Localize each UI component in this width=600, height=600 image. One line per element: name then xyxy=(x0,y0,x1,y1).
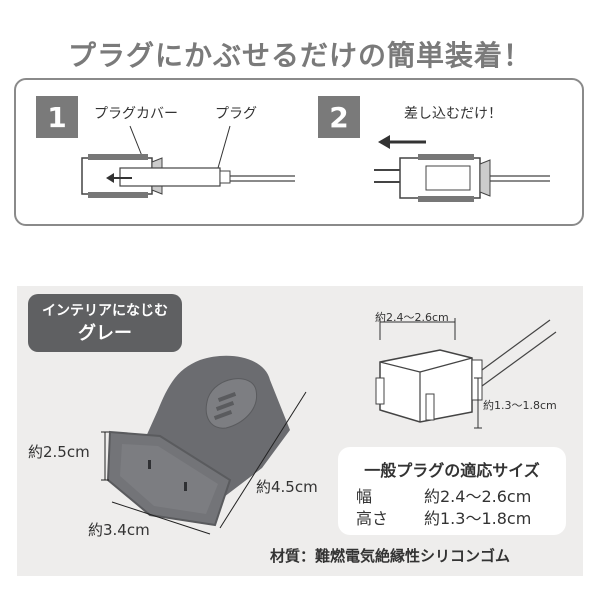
spec-row-height-label: 高さ xyxy=(356,509,389,528)
step-2-illustration xyxy=(374,135,550,202)
spec-row-width-label: 幅 xyxy=(356,487,373,506)
page-title: プラグにかぶせるだけの簡単装着！ xyxy=(67,39,532,72)
spec-row-height-value: 約1.3〜1.8cm xyxy=(424,509,532,528)
cover-height-dim: 約2.5cm xyxy=(28,443,90,461)
color-tag: インテリアになじむ グレー xyxy=(28,294,182,352)
spec-row-width: 幅 約2.4〜2.6cm xyxy=(356,483,531,507)
spec-row-width-value: 約2.4〜2.6cm xyxy=(424,487,532,506)
spec-title: 一般プラグの適応サイズ xyxy=(364,461,540,480)
steps-panel xyxy=(14,78,584,226)
plug-diagram xyxy=(375,318,557,429)
step-2-badge: 2 xyxy=(318,96,360,138)
plug-label: プラグ xyxy=(215,106,257,122)
cover-width-dim: 約3.4cm xyxy=(88,521,150,539)
cover-length-dim: 約4.5cm xyxy=(256,478,318,496)
plug-cover-label: プラグカバー xyxy=(94,106,178,122)
plug-cover-product xyxy=(101,355,307,535)
spec-box: 一般プラグの適応サイズ 幅 約2.4〜2.6cm 高さ 約1.3〜1.8cm xyxy=(338,447,566,535)
plug-height-dim: 約1.3〜1.8cm xyxy=(483,399,557,412)
step-1-illustration xyxy=(81,125,295,198)
material-text: 材質：難燃電気絶縁性シリコンゴム xyxy=(270,547,511,565)
color-tag-line1: インテリアになじむ xyxy=(42,303,168,319)
step-1-badge: 1 xyxy=(36,96,78,138)
spec-row-height: 高さ 約1.3〜1.8cm xyxy=(356,505,531,529)
plug-width-dim: 約2.4〜2.6cm xyxy=(375,311,449,324)
insert-only-label: 差し込むだけ！ xyxy=(404,106,502,122)
color-tag-line2: グレー xyxy=(78,323,132,344)
